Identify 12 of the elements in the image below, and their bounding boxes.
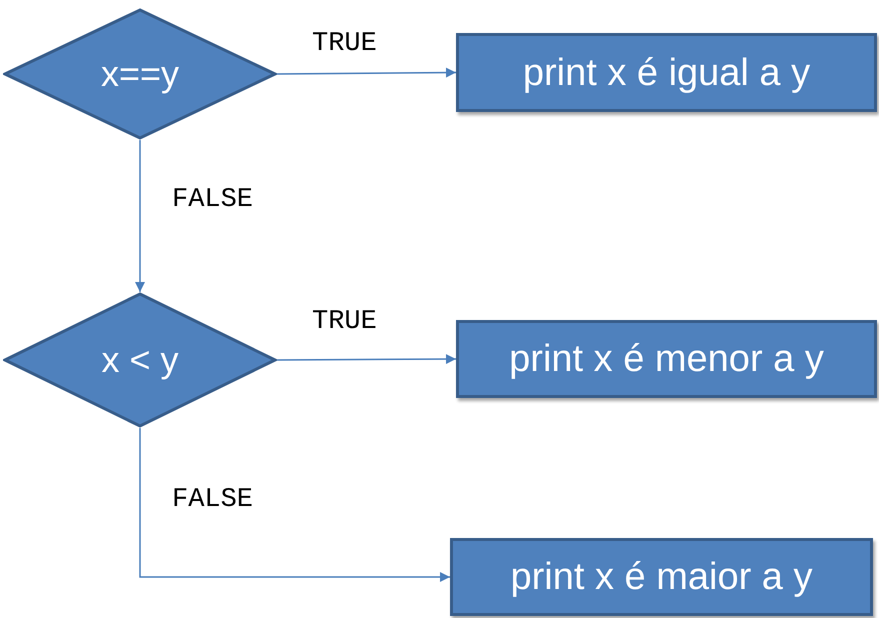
- process-box: [456, 320, 877, 398]
- arrow: [135, 140, 145, 292]
- process-text: print x é menor a y: [509, 338, 824, 380]
- process-box: [450, 538, 873, 616]
- arrow: [277, 68, 456, 78]
- arrow: [139, 428, 450, 582]
- process-text: print x é maior a y: [510, 556, 812, 598]
- process-box: [456, 33, 877, 112]
- arrow: [277, 354, 456, 364]
- process-text: print x é igual a y: [522, 52, 810, 94]
- condition-text: x < y: [101, 340, 179, 380]
- condition-text: x==y: [100, 54, 180, 94]
